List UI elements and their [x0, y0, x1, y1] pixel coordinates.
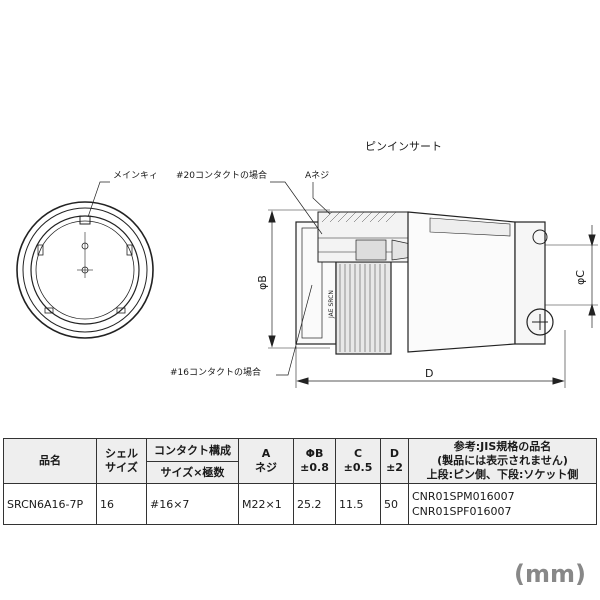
outer-ring-inner: [22, 207, 148, 333]
section-hatch: [321, 211, 397, 223]
cell-d: 50: [380, 483, 409, 525]
c-arrow-top: [588, 234, 596, 247]
key-mark: [81, 242, 89, 250]
bayonet-bottom-right: [116, 307, 126, 314]
header-reference: 参考:JIS規格の品名(製品には表示されません)上段:ピン側、下段:ソケット側: [408, 438, 597, 484]
side-view: [268, 209, 598, 388]
connector-drawing: ピンインサート メインキィ: [16, 140, 598, 388]
b-arrow-top: [268, 210, 276, 223]
cell-shell: 16: [96, 483, 147, 525]
contact16-label: #16コンタクトの場合: [170, 366, 261, 378]
contact16-leader: [276, 284, 313, 376]
main-key-callout: メインキィ: [87, 171, 158, 218]
unit-label: (mm): [514, 560, 586, 588]
header-name: 品名: [3, 438, 97, 484]
bayonet-bottom-left: [44, 307, 54, 314]
front-insert: [301, 227, 323, 339]
marking-text: JAE SRCN: [328, 290, 335, 319]
contact20-leader: [270, 181, 323, 235]
contact20-callout: #20コンタクトの場合: [176, 169, 323, 235]
knurl-lines: [339, 264, 386, 352]
thread-a-callout: Aネジ: [305, 170, 331, 215]
header-contact-top: コンタクト構成: [147, 440, 238, 462]
header-c: C±0.5: [335, 438, 381, 484]
header-d: D±2: [380, 438, 409, 484]
dim-c-label: φC: [574, 270, 587, 285]
front-view: [16, 201, 154, 339]
reference-socket: CNR01SPF016007: [412, 505, 512, 518]
cell-contact: #16×7: [146, 483, 239, 525]
c-arrow-bottom: [588, 303, 596, 316]
contact16-callout: #16コンタクトの場合: [170, 284, 313, 378]
dim-d-label: D: [425, 367, 433, 380]
header-b: ΦB±0.8: [293, 438, 336, 484]
drawing-title: ピンインサート: [365, 140, 442, 153]
header-shell: シェルサイズ: [96, 438, 147, 484]
d-arrow-left: [296, 377, 309, 385]
insert-face: [35, 220, 135, 320]
cell-a: M22×1: [238, 483, 294, 525]
cell-name: SRCN6A16-7P: [3, 483, 97, 525]
clamp-screw-top: [532, 229, 548, 245]
coupling-nut: [335, 261, 392, 355]
header-contact-bottom: サイズ×極数: [160, 465, 225, 479]
cell-c: 11.5: [335, 483, 381, 525]
cell-b: 25.2: [293, 483, 336, 525]
dim-b-label: φB: [256, 275, 269, 290]
main-key-notch: [79, 215, 91, 225]
d-arrow-right: [552, 377, 565, 385]
thread-a-label: Aネジ: [305, 170, 329, 181]
reference-pin: CNR01SPM016007: [412, 490, 515, 503]
table-row: SRCN6A16-7P 16 #16×7 M22×1 25.2 11.5 50 …: [3, 483, 597, 525]
contact20-label: #20コンタクトの場合: [176, 169, 267, 181]
contact-detail: [355, 239, 387, 261]
rear-highlight: [429, 217, 511, 237]
clamp-screw-bottom: [526, 308, 554, 336]
main-key-leader: [87, 181, 110, 218]
b-arrow-bottom: [268, 335, 276, 348]
header-contact: コンタクト構成 サイズ×極数: [146, 438, 239, 484]
thread-a-leader: [312, 182, 331, 215]
outer-ring: [16, 201, 154, 339]
bayonet-left: [37, 244, 44, 256]
bayonet-right: [126, 244, 133, 256]
main-key-label: メインキィ: [113, 171, 158, 181]
